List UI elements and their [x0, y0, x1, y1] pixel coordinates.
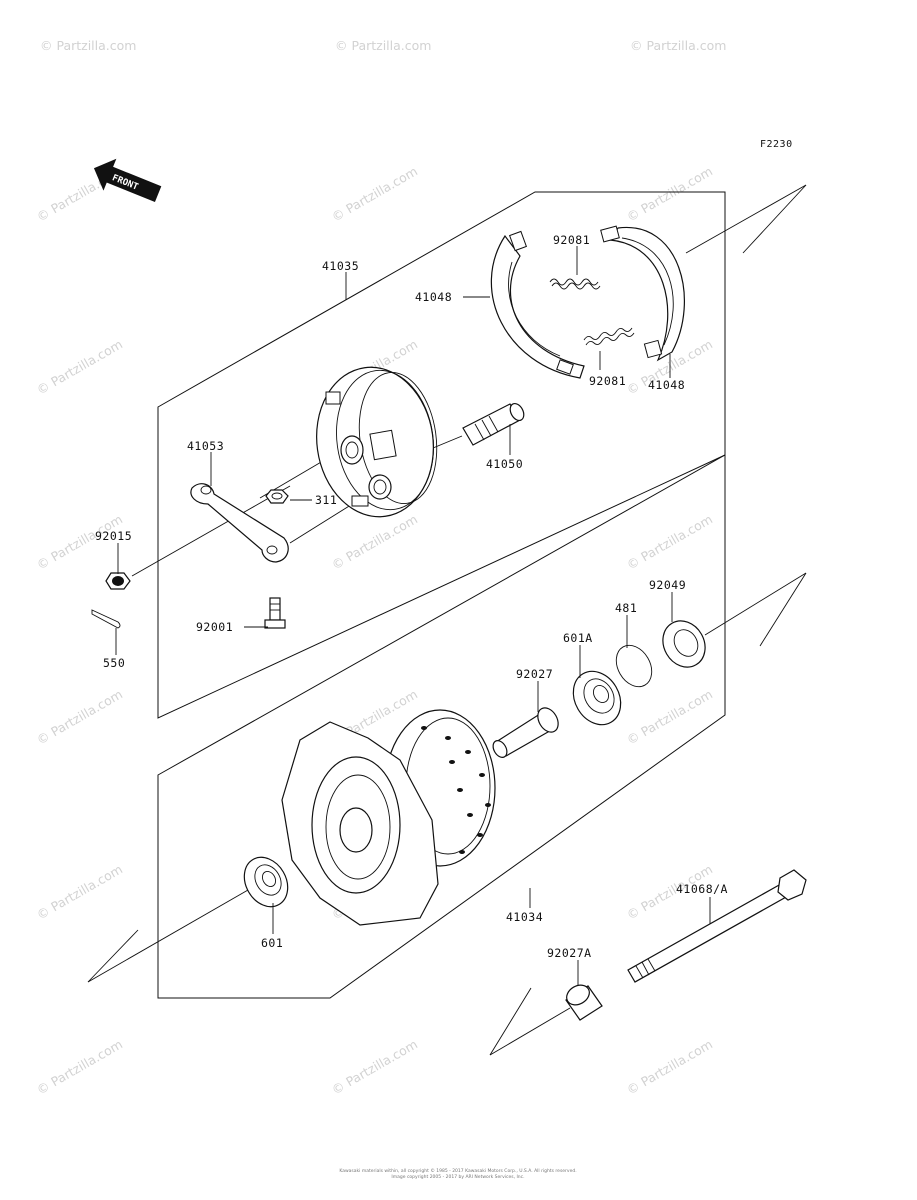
leader-lines — [115, 246, 711, 986]
watermark: © Partzilla.com — [34, 336, 125, 397]
watermark: © Partzilla.com — [34, 861, 125, 922]
bolt-92001 — [264, 597, 286, 629]
brake-shoe-right — [600, 225, 685, 362]
brake-panel-group-outline — [157, 191, 726, 719]
part-label-92027[interactable]: 92027 — [516, 667, 553, 681]
part-label-41035[interactable]: 41035 — [322, 259, 359, 273]
circlip-481 — [615, 644, 653, 688]
watermark: © Partzilla.com — [624, 163, 715, 224]
bearing-601a — [572, 670, 622, 726]
watermark: © Partzilla.com — [624, 511, 715, 572]
wheel-hub — [281, 709, 496, 926]
front-arrow-icon: FRONT — [93, 158, 162, 203]
watermark-layer: © Partzilla.com © Partzilla.com © Partzi… — [34, 38, 726, 1098]
part-label-92081[interactable]: 92081 — [553, 233, 590, 247]
watermark: © Partzilla.com — [329, 163, 420, 224]
nut-92015 — [105, 572, 131, 590]
part-label-601a[interactable]: 601A — [563, 631, 593, 645]
part-label-41048[interactable]: 41048 — [648, 378, 685, 392]
hub-group-outline — [157, 454, 726, 999]
part-label-41050[interactable]: 41050 — [486, 457, 523, 471]
part-labels: 41035 41048 92081 92081 41048 41053 311 … — [95, 233, 728, 960]
copyright-line: Image copyright 2005 - 2017 by ARI Netwo… — [391, 1174, 524, 1180]
watermark: © Partzilla.com — [624, 1036, 715, 1097]
axle-41068 — [627, 869, 807, 983]
spring-bottom — [583, 327, 635, 346]
part-label-41048[interactable]: 41048 — [415, 290, 452, 304]
spring-top — [549, 278, 601, 290]
watermark: © Partzilla.com — [335, 38, 431, 53]
part-label-92001[interactable]: 92001 — [196, 620, 233, 634]
brake-cam — [462, 402, 525, 446]
diagram-code: F2230 — [760, 139, 793, 150]
part-label-481[interactable]: 481 — [615, 601, 637, 615]
watermark: © Partzilla.com — [624, 686, 715, 747]
brake-shoe-left — [490, 230, 585, 379]
watermark: © Partzilla.com — [34, 1036, 125, 1097]
part-label-550[interactable]: 550 — [103, 656, 125, 670]
nut-311 — [265, 489, 289, 504]
part-label-92049[interactable]: 92049 — [649, 578, 686, 592]
part-label-601[interactable]: 601 — [261, 936, 283, 950]
part-label-41053[interactable]: 41053 — [187, 439, 224, 453]
watermark: © Partzilla.com — [34, 686, 125, 747]
part-label-92027a[interactable]: 92027A — [547, 946, 592, 960]
part-label-311[interactable]: 311 — [315, 493, 337, 507]
spacer-92027 — [492, 707, 559, 758]
cotter-pin — [91, 609, 121, 629]
watermark: © Partzilla.com — [329, 1036, 420, 1097]
bearing-601 — [243, 856, 289, 908]
watermark: © Partzilla.com — [329, 511, 420, 572]
part-label-41068a[interactable]: 41068/A — [676, 882, 728, 896]
copyright-line: Kawasaki materials within, all copyright… — [339, 1167, 576, 1174]
brake-lever — [190, 483, 289, 563]
seal-92049 — [662, 620, 706, 668]
watermark: © Partzilla.com — [630, 38, 726, 53]
watermark: © Partzilla.com — [40, 38, 136, 53]
part-label-92015[interactable]: 92015 — [95, 529, 132, 543]
brake-panel — [316, 366, 438, 518]
part-label-41034[interactable]: 41034 — [506, 910, 543, 924]
part-label-92081[interactable]: 92081 — [589, 374, 626, 388]
collar-92027a — [565, 984, 603, 1021]
